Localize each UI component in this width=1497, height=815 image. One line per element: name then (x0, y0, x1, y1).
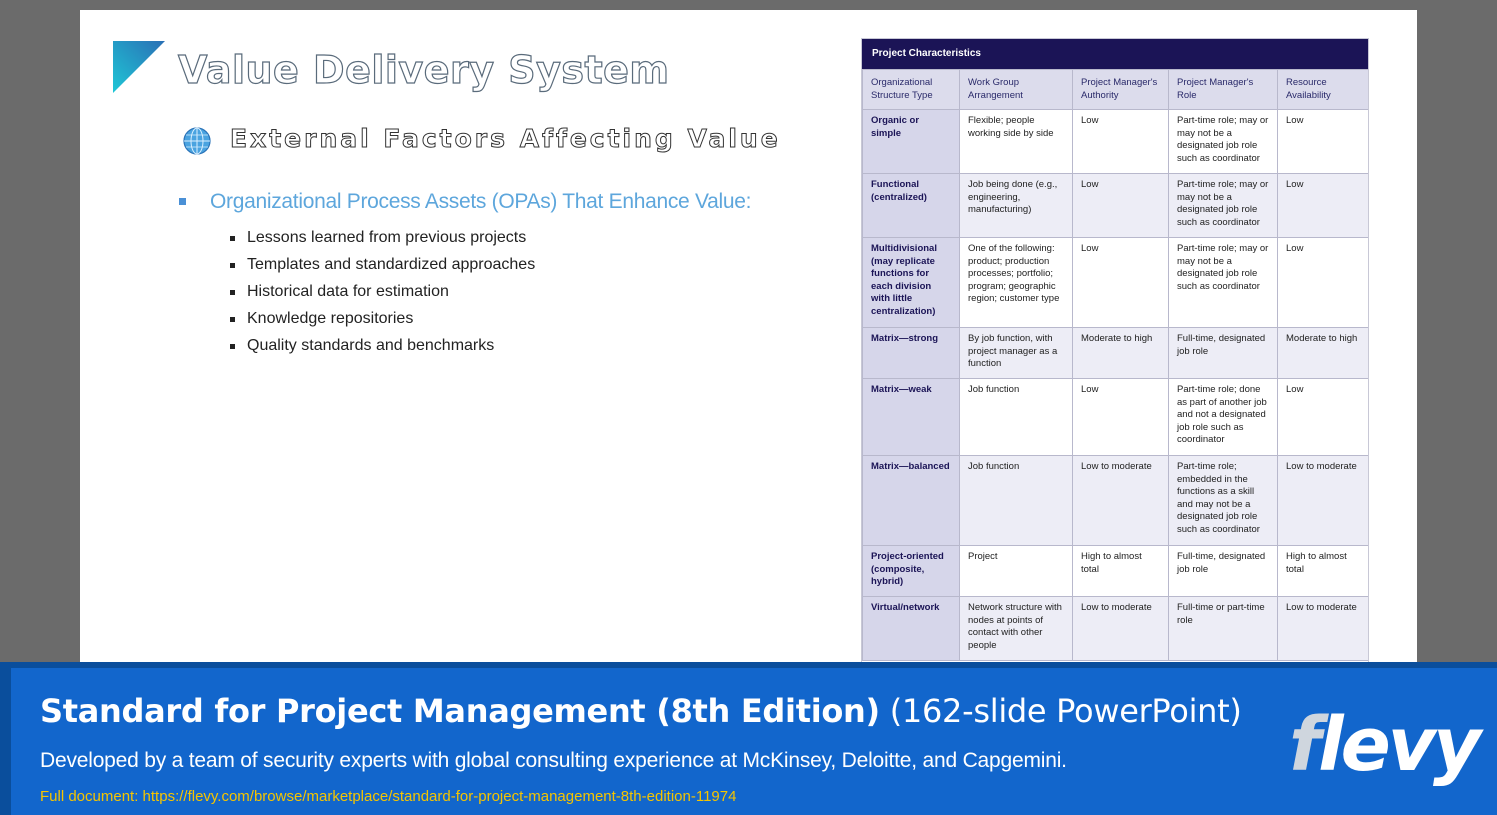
column-header: Resource Availability (1277, 69, 1368, 110)
table-cell: Full-time, designated job role (1168, 545, 1278, 597)
table-cell: Low (1072, 378, 1169, 456)
table-cell: Low (1277, 173, 1368, 238)
triangle-logo-icon (113, 41, 165, 93)
table-cell: High to almost total (1277, 545, 1368, 597)
table-cell: Project (959, 545, 1073, 597)
table-cell: Matrix—balanced (862, 455, 960, 546)
column-header: Work Group Arrangement (959, 69, 1073, 110)
table-cell: Low to moderate (1072, 455, 1169, 546)
document-link[interactable]: Full document: https://flevy.com/browse/… (40, 788, 737, 805)
table-header-row: Organizational Structure Type Work Group… (862, 69, 1368, 110)
table-cell: Low (1277, 109, 1368, 174)
table-cell: Low (1277, 378, 1368, 456)
flevy-logo-f: f (1289, 702, 1321, 788)
table-cell: Matrix—strong (862, 327, 960, 379)
project-characteristics-table: Project Characteristics Organizational S… (861, 38, 1369, 670)
table-cell: High to almost total (1072, 545, 1169, 597)
document-title-main: Standard for Project Management (8th Edi… (40, 692, 880, 730)
table-row: Matrix—strong By job function, with proj… (862, 327, 1368, 379)
table-cell: Low to moderate (1277, 596, 1368, 661)
table-cell: By job function, with project manager as… (959, 327, 1073, 379)
document-title: Standard for Project Management (8th Edi… (40, 692, 1242, 730)
table-cell: Flexible; people working side by side (959, 109, 1073, 174)
promo-banner: Standard for Project Management (8th Edi… (0, 662, 1497, 815)
banner-panel: Standard for Project Management (8th Edi… (11, 668, 1497, 815)
slide: Value Delivery System External Factors A… (80, 10, 1417, 670)
table-row: Matrix—weak Job function Low Part-time r… (862, 378, 1368, 456)
document-description: Developed by a team of security experts … (40, 749, 1067, 772)
slide-subtitle: External Factors Affecting Value (230, 124, 781, 154)
table-cell: Full-time, designated job role (1168, 327, 1278, 379)
table-cell: Job function (959, 455, 1073, 546)
table-cell: Low (1072, 237, 1169, 328)
characteristics-grid: Organizational Structure Type Work Group… (862, 69, 1368, 661)
table-cell: Matrix—weak (862, 378, 960, 456)
table-row: Virtual/network Network structure with n… (862, 596, 1368, 661)
globe-icon (183, 127, 211, 155)
table-row: Matrix—balanced Job function Low to mode… (862, 455, 1368, 546)
column-header: Project Manager's Role (1168, 69, 1278, 110)
table-cell: Part-time role; may or may not be a desi… (1168, 173, 1278, 238)
table-cell: Network structure with nodes at points o… (959, 596, 1073, 661)
table-cell: Virtual/network (862, 596, 960, 661)
square-bullet-icon (179, 198, 186, 205)
table-cell: Full-time or part-time role (1168, 596, 1278, 661)
table-row: Multidivisional (may replicate functions… (862, 237, 1368, 328)
table-cell: Part-time role; embedded in the function… (1168, 455, 1278, 546)
opa-heading: Organizational Process Assets (OPAs) Tha… (210, 190, 752, 213)
table-cell: Low to moderate (1072, 596, 1169, 661)
table-cell: Job being done (e.g., engineering, manuf… (959, 173, 1073, 238)
table-cell: Part-time role; may or may not be a desi… (1168, 109, 1278, 174)
table-row: Functional (centralized) Job being done … (862, 173, 1368, 238)
table-cell: Low (1072, 109, 1169, 174)
table-cell: Project-oriented (composite, hybrid) (862, 545, 960, 597)
table-cell: Moderate to high (1277, 327, 1368, 379)
table-cell: Part-time role; may or may not be a desi… (1168, 237, 1278, 328)
table-cell: Organic or simple (862, 109, 960, 174)
column-header: Organizational Structure Type (862, 69, 960, 110)
table-cell: One of the following: product; productio… (959, 237, 1073, 328)
table-cell: Multidivisional (may replicate functions… (862, 237, 960, 328)
table-cell: Moderate to high (1072, 327, 1169, 379)
column-header: Project Manager's Authority (1072, 69, 1169, 110)
flevy-logo-rest: levy (1318, 702, 1481, 788)
list-item: Lessons learned from previous projects (230, 226, 535, 253)
table-row: Project-oriented (composite, hybrid) Pro… (862, 545, 1368, 597)
list-item: Historical data for estimation (230, 280, 535, 307)
flevy-logo[interactable]: flevy (1289, 708, 1481, 782)
table-cell: Low (1072, 173, 1169, 238)
table-caption: Project Characteristics (862, 39, 1368, 69)
slide-title: Value Delivery System (177, 47, 670, 92)
table-row: Organic or simple Flexible; people worki… (862, 109, 1368, 174)
list-item: Templates and standardized approaches (230, 253, 535, 280)
document-title-meta: (162-slide PowerPoint) (889, 692, 1242, 730)
table-cell: Low to moderate (1277, 455, 1368, 546)
list-item: Knowledge repositories (230, 307, 535, 334)
table-cell: Low (1277, 237, 1368, 328)
table-cell: Functional (centralized) (862, 173, 960, 238)
opa-list: Lessons learned from previous projects T… (230, 226, 535, 361)
table-cell: Job function (959, 378, 1073, 456)
list-item: Quality standards and benchmarks (230, 334, 535, 361)
table-cell: Part-time role; done as part of another … (1168, 378, 1278, 456)
